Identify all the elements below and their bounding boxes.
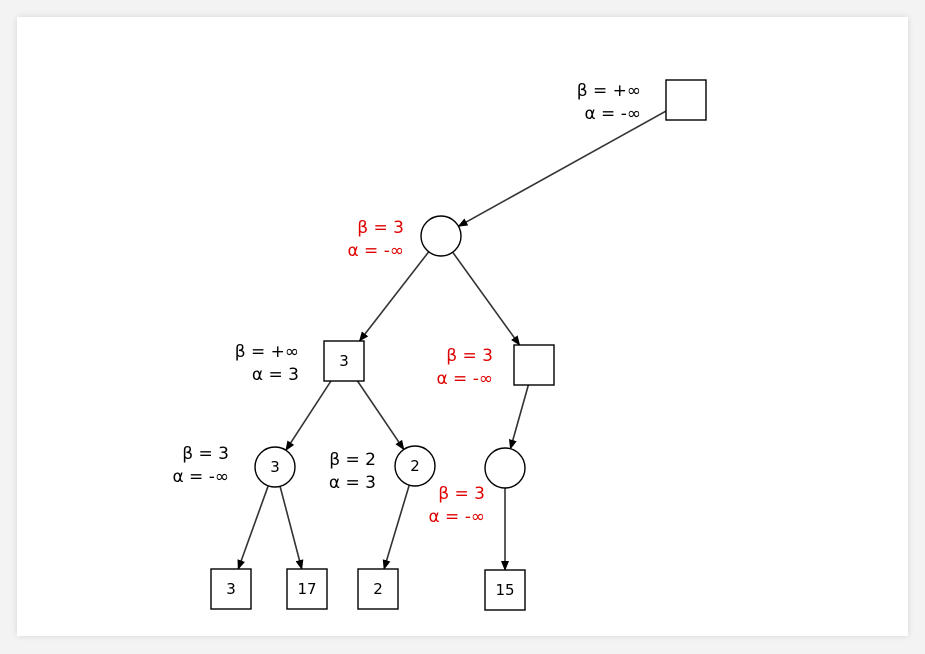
square-node-shape: [323, 340, 365, 382]
edge-n3-n6: [509, 384, 530, 450]
edge-root-n1: [457, 110, 667, 227]
alpha-beta-tree-diagram: 3 3 2 3 17 2 15 β = +∞ α = -∞ β = 3 α = -∞ β = +∞ α…: [172, 79, 707, 611]
max-node-l4: 15: [484, 569, 526, 611]
min-node-n5: 2: [394, 445, 436, 487]
alpha-label: α = -∞: [347, 241, 404, 261]
edge-n2-n5: [356, 380, 405, 451]
node-value: 2: [373, 580, 383, 598]
annotation-n3: β = 3 α = -∞: [436, 346, 493, 389]
annotation-n5: β = 2 α = 3: [329, 450, 376, 493]
alpha-label: α = 3: [329, 473, 376, 493]
min-node-n4: 3: [254, 446, 296, 488]
edge-n5-l3: [382, 484, 411, 570]
max-node-n2: 3: [323, 340, 365, 382]
square-node-shape: [210, 568, 252, 610]
beta-label: β = 3: [182, 444, 229, 464]
node-value: 3: [270, 458, 280, 476]
min-node-n1: [420, 215, 462, 257]
beta-label: β = 2: [329, 450, 376, 470]
beta-label: β = +∞: [235, 342, 299, 362]
alpha-label: α = -∞: [584, 104, 641, 124]
edges-layer: [237, 110, 667, 571]
node-value: 17: [297, 580, 316, 598]
alpha-label: α = -∞: [172, 467, 229, 487]
circle-node-shape: [394, 445, 436, 487]
max-node-l3: 2: [357, 568, 399, 610]
beta-label: β = 3: [357, 218, 404, 238]
square-node-shape: [484, 569, 526, 611]
annotation-n2: β = +∞ α = 3: [235, 342, 299, 385]
node-value: 2: [410, 457, 420, 475]
square-node-shape: [665, 79, 707, 121]
square-node-shape: [513, 344, 555, 386]
beta-label: β = 3: [446, 346, 493, 366]
edge-n1-n2: [358, 251, 430, 342]
edge-n1-n3: [452, 251, 521, 346]
min-node-n6: [484, 447, 526, 489]
max-node-l2: 17: [286, 568, 328, 610]
max-node-l1: 3: [210, 568, 252, 610]
alpha-label: α = -∞: [436, 369, 493, 389]
node-value: 15: [495, 581, 514, 599]
circle-node-shape: [420, 215, 462, 257]
edge-n4-l2: [279, 486, 304, 570]
circle-node-shape: [484, 447, 526, 489]
annotation-n6: β = 3 α = -∞: [428, 484, 485, 527]
beta-label: β = +∞: [577, 81, 641, 101]
edge-n4-l1: [237, 485, 269, 570]
node-value: 3: [339, 352, 349, 370]
circle-node-shape: [254, 446, 296, 488]
max-node-n3: [513, 344, 555, 386]
alpha-label: α = 3: [252, 365, 299, 385]
alpha-label: α = -∞: [428, 507, 485, 527]
annotation-n4: β = 3 α = -∞: [172, 444, 229, 487]
node-value: 3: [226, 580, 236, 598]
square-node-shape: [357, 568, 399, 610]
beta-label: β = 3: [438, 484, 485, 504]
edge-n2-n4: [285, 380, 332, 452]
square-node-shape: [286, 568, 328, 610]
annotation-n1: β = 3 α = -∞: [347, 218, 404, 261]
max-node-root: [665, 79, 707, 121]
nodes-layer: 3 3 2 3 17 2 15: [210, 79, 707, 611]
annotations-layer: β = +∞ α = -∞ β = 3 α = -∞ β = +∞ α = 3 β = 3 α…: [172, 81, 641, 527]
annotation-root: β = +∞ α = -∞: [577, 81, 641, 124]
diagram-card: 3 3 2 3 17 2 15 β = +∞ α = -∞ β = 3 α = -∞ β = +∞ α…: [17, 17, 908, 636]
